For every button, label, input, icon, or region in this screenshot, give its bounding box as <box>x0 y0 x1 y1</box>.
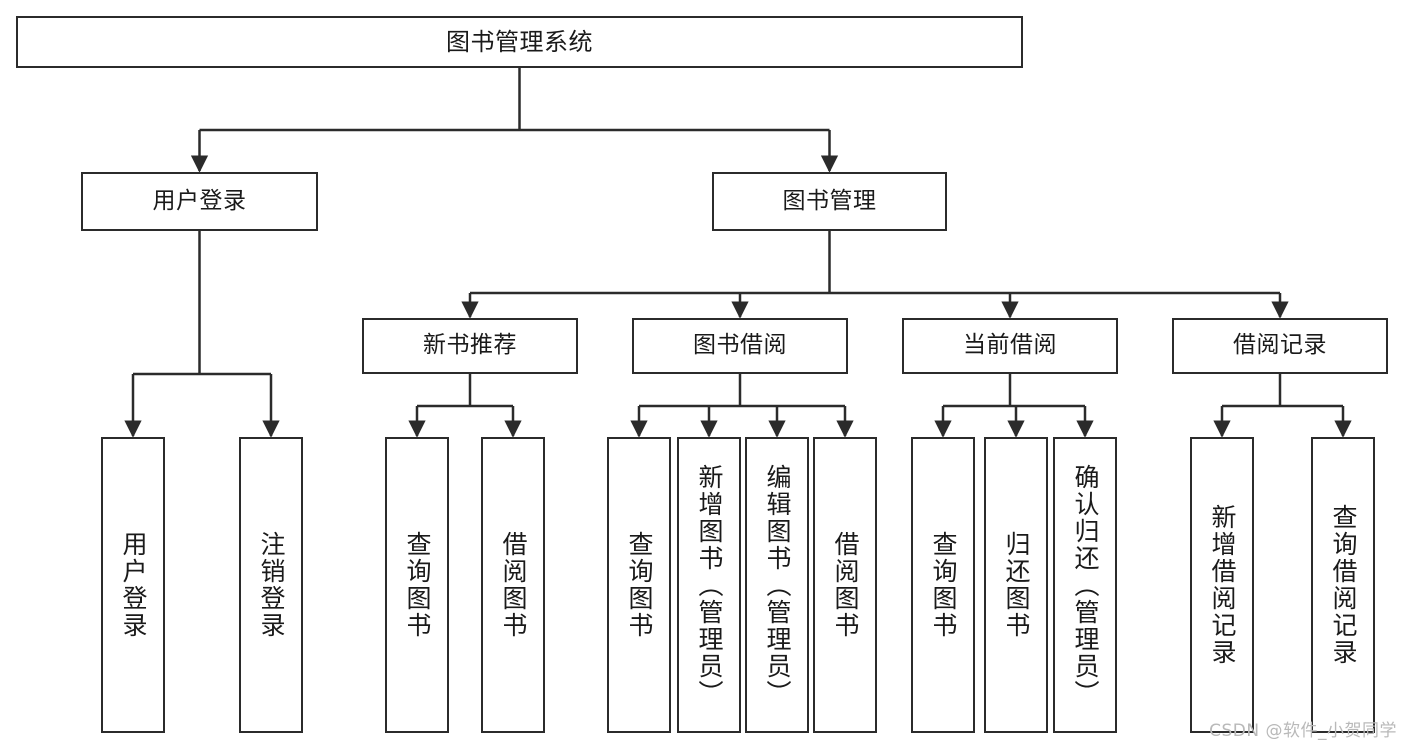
node-leaf-return-book[interactable]: 归还图书 <box>984 437 1048 733</box>
node-label-leaf-return-book: 归还图书 <box>1002 531 1031 639</box>
watermark-text: CSDN @软件_小贺同学 <box>1209 721 1397 741</box>
node-leaf-query-book-1[interactable]: 查询图书 <box>385 437 449 733</box>
node-label-leaf-query-book-1: 查询图书 <box>403 531 432 639</box>
node-leaf-user-login[interactable]: 用户登录 <box>101 437 165 733</box>
node-label-leaf-borrow-book-1: 借阅图书 <box>499 531 528 639</box>
node-label-leaf-query-record: 查询借阅记录 <box>1329 504 1358 666</box>
node-user-login[interactable]: 用户登录 <box>81 172 318 231</box>
node-label-leaf-add-book: 新增图书（管理员） <box>695 463 724 707</box>
node-label-leaf-borrow-book-2: 借阅图书 <box>831 531 860 639</box>
node-book-manage[interactable]: 图书管理 <box>712 172 947 231</box>
node-leaf-query-book-2[interactable]: 查询图书 <box>607 437 671 733</box>
node-label-leaf-user-login: 用户登录 <box>119 531 148 639</box>
node-label-leaf-query-book-2: 查询图书 <box>625 531 654 639</box>
node-leaf-query-book-3[interactable]: 查询图书 <box>911 437 975 733</box>
node-book-borrow[interactable]: 图书借阅 <box>632 318 848 374</box>
node-label-leaf-add-record: 新增借阅记录 <box>1208 504 1237 666</box>
node-new-book-recommend[interactable]: 新书推荐 <box>362 318 578 374</box>
node-label-book-borrow: 图书借阅 <box>693 332 787 359</box>
node-root[interactable]: 图书管理系统 <box>16 16 1023 68</box>
node-label-leaf-logout: 注销登录 <box>257 531 286 639</box>
node-label-user-login: 用户登录 <box>152 187 247 214</box>
node-label-new-book-recommend: 新书推荐 <box>423 332 517 359</box>
node-label-leaf-confirm-return: 确认归还（管理员） <box>1071 463 1100 707</box>
node-label-leaf-edit-book: 编辑图书（管理员） <box>763 463 792 707</box>
node-label-book-manage: 图书管理 <box>782 187 877 214</box>
node-leaf-borrow-book-1[interactable]: 借阅图书 <box>481 437 545 733</box>
node-leaf-add-record[interactable]: 新增借阅记录 <box>1190 437 1254 733</box>
node-label-current-borrow: 当前借阅 <box>963 332 1057 359</box>
node-current-borrow[interactable]: 当前借阅 <box>902 318 1118 374</box>
node-leaf-logout[interactable]: 注销登录 <box>239 437 303 733</box>
node-label-leaf-query-book-3: 查询图书 <box>929 531 958 639</box>
node-leaf-borrow-book-2[interactable]: 借阅图书 <box>813 437 877 733</box>
node-leaf-confirm-return[interactable]: 确认归还（管理员） <box>1053 437 1117 733</box>
node-label-root: 图书管理系统 <box>446 27 593 56</box>
node-leaf-query-record[interactable]: 查询借阅记录 <box>1311 437 1375 733</box>
node-label-borrow-record: 借阅记录 <box>1233 332 1327 359</box>
node-borrow-record[interactable]: 借阅记录 <box>1172 318 1388 374</box>
node-leaf-add-book[interactable]: 新增图书（管理员） <box>677 437 741 733</box>
node-leaf-edit-book[interactable]: 编辑图书（管理员） <box>745 437 809 733</box>
